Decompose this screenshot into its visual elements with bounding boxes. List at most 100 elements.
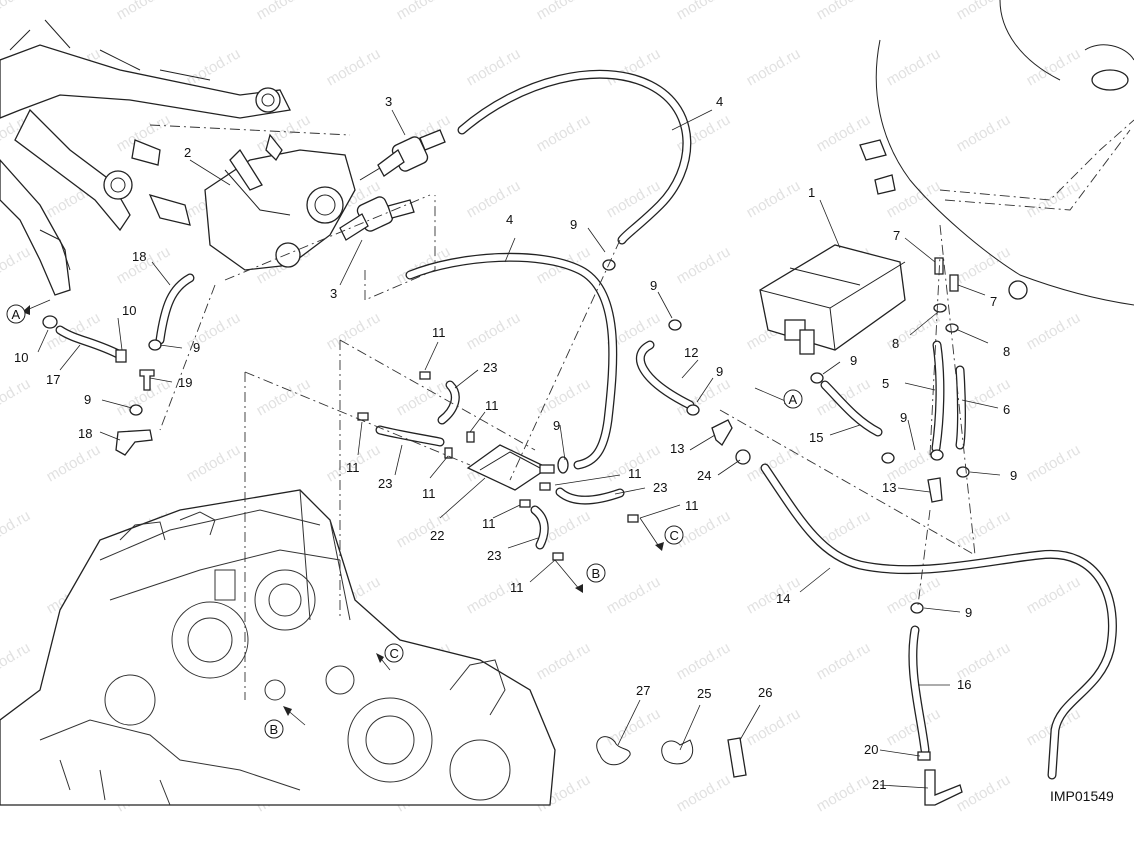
watermark-text: motod.ru — [114, 0, 174, 23]
callout-11-g: 11 — [685, 498, 699, 513]
callout-7-left: 7 — [893, 228, 900, 243]
ref-B-lower: B — [270, 722, 279, 737]
callout-4-upper: 4 — [716, 94, 723, 109]
watermark-text: motod.ru — [394, 0, 454, 23]
callout-20: 20 — [864, 742, 878, 757]
callout-11-h: 11 — [510, 580, 524, 595]
callouts: 1 2 3 3 4 4 5 6 7 7 8 8 9 9 9 9 9 9 9 9 … — [14, 94, 1017, 792]
arrows — [21, 299, 793, 726]
callout-9-e: 9 — [900, 410, 907, 425]
callout-3-lower: 3 — [330, 286, 337, 301]
watermark-text: motod.ru — [674, 243, 734, 287]
leader-lines — [37, 109, 1001, 789]
watermark-text: motod.ru — [744, 573, 804, 617]
callout-26: 26 — [758, 685, 772, 700]
frame-drawing — [0, 19, 351, 296]
callout-25: 25 — [697, 686, 711, 701]
watermark-text: motod.ru — [1024, 45, 1084, 89]
callout-3-upper: 3 — [385, 94, 392, 109]
watermark-text: motod.ru — [1024, 573, 1084, 617]
watermark-text: motod.ru — [1024, 177, 1084, 221]
watermark-text: motod.ru — [464, 309, 524, 353]
callout-10-left: 10 — [14, 350, 28, 365]
ref-A-right: A — [789, 392, 798, 407]
watermark-text: motod.ru — [674, 0, 734, 23]
callout-19: 19 — [178, 375, 192, 390]
callout-9-a: 9 — [570, 217, 577, 232]
watermark-text: motod.ru — [0, 507, 33, 551]
watermark-text: motod.ru — [884, 45, 944, 89]
watermark-text: motod.ru — [0, 639, 33, 683]
callout-18-lower: 18 — [78, 426, 92, 441]
watermark-text: motod.ru — [0, 375, 33, 419]
callout-4-lower: 4 — [506, 212, 513, 227]
watermark-text: motod.ru — [674, 639, 734, 683]
watermark-text: motod.ru — [604, 573, 664, 617]
callout-17: 17 — [46, 372, 60, 387]
callout-22: 22 — [430, 528, 444, 543]
watermark-text: motod.ru — [1024, 309, 1084, 353]
ref-C-lower: C — [390, 646, 399, 661]
watermark-text: motod.ru — [814, 0, 874, 23]
callout-27: 27 — [636, 683, 650, 698]
callout-23-c: 23 — [653, 480, 667, 495]
watermark-text: motod.ru — [954, 507, 1014, 551]
watermark-text: motod.ru — [534, 111, 594, 155]
watermark-text: motod.ru — [954, 771, 1014, 815]
watermark-text: motod.ru — [0, 0, 33, 23]
watermark-text: motod.ru — [184, 441, 244, 485]
purge-valve-upper — [359, 129, 446, 181]
watermark-text: motod.ru — [744, 705, 804, 749]
watermark-text: motod.ru — [674, 771, 734, 815]
watermark-text: motod.ru — [534, 639, 594, 683]
callout-11-e: 11 — [628, 466, 642, 481]
callout-18-upper: 18 — [132, 249, 146, 264]
callout-9-g: 9 — [965, 605, 972, 620]
callout-11-d: 11 — [422, 486, 436, 501]
watermark-text: motod.ru — [324, 309, 384, 353]
callout-16: 16 — [957, 677, 971, 692]
watermark-text: motod.ru — [954, 0, 1014, 23]
callout-9-i: 9 — [193, 340, 200, 355]
ref-A-left: A — [12, 307, 21, 322]
watermark-text: motod.ru — [744, 45, 804, 89]
canister-1 — [759, 244, 906, 355]
callout-5: 5 — [882, 376, 889, 391]
watermark-text: motod.ru — [324, 45, 384, 89]
watermark-text: motod.ru — [464, 45, 524, 89]
callout-9-d: 9 — [850, 353, 857, 368]
callout-24: 24 — [697, 468, 711, 483]
callout-11-a: 11 — [432, 325, 446, 340]
callout-7-right: 7 — [990, 294, 997, 309]
watermark-text: motod.ru — [954, 111, 1014, 155]
callout-11-c: 11 — [346, 460, 360, 475]
ref-C-upper: C — [670, 528, 679, 543]
watermark-text: motod.ru — [1024, 441, 1084, 485]
diagram-code: IMP01549 — [1050, 788, 1114, 804]
callout-8-right: 8 — [1003, 344, 1010, 359]
purge-valve-lower — [339, 196, 415, 241]
ref-B-upper: B — [592, 566, 601, 581]
callout-11-f: 11 — [482, 516, 496, 531]
callout-9-h: 9 — [553, 418, 560, 433]
hoses — [55, 69, 1117, 780]
bracket-2 — [204, 133, 356, 271]
watermark-text: motod.ru — [254, 0, 314, 23]
watermark-text: motod.ru — [814, 771, 874, 815]
connector-22 — [466, 444, 555, 491]
callout-6: 6 — [1003, 402, 1010, 417]
watermark-text: motod.ru — [604, 705, 664, 749]
watermark-text: motod.ru — [184, 45, 244, 89]
watermark-text: motod.ru — [534, 375, 594, 419]
callout-10-upper: 10 — [122, 303, 136, 318]
watermark-text: motod.ru — [0, 243, 33, 287]
callout-11-b: 11 — [485, 398, 499, 413]
fuel-tank-outline — [859, 0, 1134, 306]
small-parts — [42, 257, 970, 806]
callout-15: 15 — [809, 430, 823, 445]
watermark-text: motod.ru — [674, 507, 734, 551]
watermark-text: motod.ru — [464, 177, 524, 221]
callout-9-c: 9 — [716, 364, 723, 379]
